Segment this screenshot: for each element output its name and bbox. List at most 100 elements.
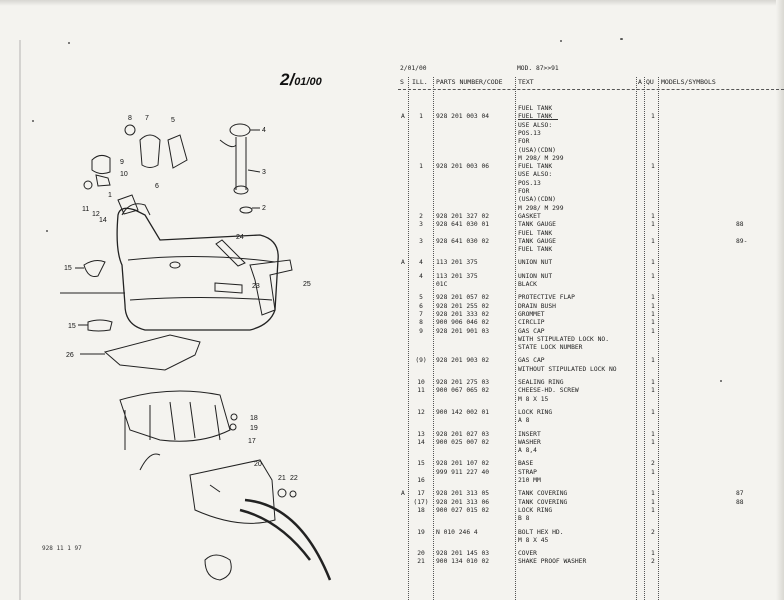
callout-4: 4 — [262, 127, 266, 134]
row-text: A 8 — [518, 417, 530, 425]
row-ill: 21 — [417, 558, 425, 566]
row-part-number: 999 911 227 40 — [436, 468, 490, 476]
row-ill: 14 — [417, 438, 425, 446]
col-ill: ILL. — [412, 78, 428, 86]
row-part-number: 928 201 313 06 — [436, 498, 490, 506]
row-quantity: 1 — [651, 310, 655, 318]
row-ill: (17) — [413, 498, 429, 506]
row-text: FUEL TANK — [518, 246, 553, 254]
row-text: LOCK RING — [518, 506, 553, 514]
row-text: GAS CAP — [518, 357, 545, 365]
header-model: MOD. 87>>91 — [517, 65, 559, 72]
row-text: FUEL TANK — [518, 105, 553, 112]
row-ill: 11 — [417, 387, 425, 395]
divider — [636, 77, 637, 600]
col-models: MODELS/SYMBOLS — [661, 78, 716, 86]
scan-speck — [560, 40, 562, 42]
row-text: BLACK — [518, 281, 537, 288]
row-quantity: 1 — [651, 113, 655, 121]
row-part-number: 928 201 057 02 — [436, 294, 490, 302]
row-text: GAS CAP — [518, 327, 545, 335]
row-part-number: 113 201 375 — [436, 272, 478, 280]
row-part-number: 900 142 002 01 — [436, 408, 490, 416]
col-a: A — [638, 78, 642, 86]
row-text: M 8 X 45 — [518, 536, 549, 544]
divider — [515, 77, 516, 600]
row-text: SEALING RING — [518, 379, 564, 386]
row-text: GASKET — [518, 212, 541, 220]
row-part-number: 928 201 003 06 — [436, 163, 490, 171]
row-quantity: 2 — [651, 460, 655, 468]
row-ill: 15 — [417, 460, 425, 468]
row-text: WITH STIPULATED LOCK NO. — [518, 335, 609, 343]
row-text: UNION NUT — [518, 272, 553, 280]
row-part-number: 900 906 046 02 — [436, 319, 490, 327]
row-part-number: 113 201 375 — [436, 259, 478, 267]
row-text: M 8 X 15 — [518, 395, 549, 403]
callout-3: 3 — [262, 169, 266, 176]
row-ill: 9 — [419, 327, 423, 335]
row-text: FOR — [518, 138, 530, 146]
row-text: B 8 — [518, 515, 530, 523]
row-part-number: 928 201 901 03 — [436, 327, 490, 335]
header-date: 2/01/00 — [400, 65, 427, 72]
row-part-number: 928 201 003 04 — [436, 113, 490, 121]
callout-12: 12 — [92, 211, 100, 218]
callout-18: 18 — [250, 415, 258, 422]
row-part-number: 900 067 065 02 — [436, 387, 490, 395]
callout-21: 21 — [278, 475, 286, 482]
callout-10: 10 — [120, 171, 128, 178]
row-text: BOLT HEX HD. — [518, 528, 564, 536]
callout-19: 19 — [250, 425, 258, 432]
row-ill: 3 — [419, 237, 423, 245]
callout-1: 1 — [108, 192, 112, 199]
row-text: FUEL TANK — [518, 163, 553, 171]
row-text: PROTECTIVE FLAP — [518, 294, 575, 302]
row-ill: 16 — [417, 477, 425, 484]
row-part-number: 01C — [436, 281, 448, 288]
row-ill: 10 — [417, 379, 425, 386]
callout-17: 17 — [248, 438, 256, 445]
row-quantity: 1 — [651, 490, 655, 498]
row-part-number: 928 641 030 01 — [436, 221, 490, 229]
row-ill: 20 — [417, 550, 425, 558]
row-model: 88 — [736, 498, 744, 506]
divider — [644, 77, 645, 600]
row-part-number: 900 025 007 02 — [436, 438, 490, 446]
row-quantity: 1 — [651, 212, 655, 220]
row-ill: 18 — [417, 506, 425, 514]
row-ill: 12 — [417, 408, 425, 416]
row-quantity: 1 — [651, 506, 655, 514]
row-part-number: 900 134 010 02 — [436, 558, 490, 566]
parts-table: 2/01/00 MOD. 87>>91 S ILL. PARTS NUMBER/… — [398, 63, 784, 600]
callout-7: 7 — [145, 115, 149, 122]
row-part-number: 928 201 327 02 — [436, 212, 490, 220]
row-ill: 13 — [417, 430, 425, 438]
row-quantity: 1 — [651, 163, 655, 171]
row-ill: 4 — [419, 259, 423, 267]
callout-5: 5 — [171, 117, 175, 124]
row-text: TANK GAUGE — [518, 221, 556, 229]
col-part: PARTS NUMBER/CODE — [436, 78, 503, 86]
callout-20: 20 — [254, 461, 262, 468]
row-part-number: 928 201 333 02 — [436, 310, 490, 318]
row-ill: 2 — [419, 212, 423, 220]
row-quantity: 1 — [651, 498, 655, 506]
callout-11: 11 — [82, 206, 89, 213]
row-ill: 7 — [419, 310, 423, 318]
row-ill: 3 — [419, 221, 423, 229]
row-quantity: 1 — [651, 379, 655, 386]
scan-speck — [46, 230, 48, 232]
row-text: M 298/ M 299 — [518, 204, 564, 212]
row-text: USE ALSO: — [518, 121, 553, 129]
row-model: 89- — [736, 237, 748, 245]
row-ill: 17 — [417, 490, 425, 498]
callout-6: 6 — [155, 183, 159, 190]
row-text: TANK COVERING — [518, 490, 568, 498]
row-text: TANK COVERING — [518, 498, 568, 506]
exploded-diagram: 2/01/00 — [0, 0, 390, 600]
row-quantity: 1 — [651, 302, 655, 310]
row-text: (USA)(CDN) — [518, 146, 556, 154]
scan-right-edge — [776, 0, 784, 600]
callout-15: 15 — [64, 265, 72, 272]
